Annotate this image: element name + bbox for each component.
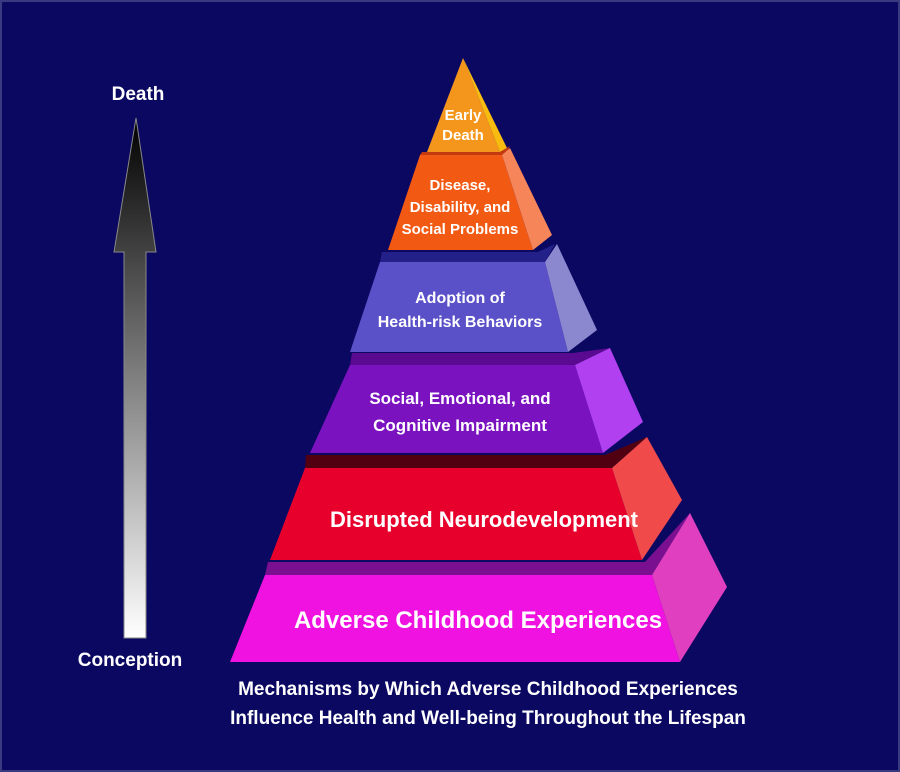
tier-1-front-face	[427, 58, 500, 152]
tier-2-front-face	[388, 155, 533, 250]
tier-5-side-face	[612, 437, 682, 560]
tier-3-top-band	[380, 244, 555, 262]
axis-bottom-label: Conception	[78, 650, 183, 671]
tier-2-top-band	[420, 146, 510, 155]
tier-4-front-face	[310, 365, 603, 453]
tier-4-label: Social, Emotional, and	[369, 389, 550, 408]
tier-3-label: Adoption of	[415, 290, 505, 307]
tier-5-front-face	[270, 468, 642, 560]
tier-2-side-face	[502, 148, 552, 250]
tier-2-label: Disease,	[430, 177, 491, 194]
tier-4-label: Cognitive Impairment	[373, 416, 547, 435]
tier-1-label: Death	[442, 127, 484, 144]
caption-line-2: Influence Health and Well-being Througho…	[230, 708, 746, 729]
tier-5-label: Disrupted Neurodevelopment	[330, 507, 639, 532]
tier-6-label: Adverse Childhood Experiences	[294, 607, 662, 634]
tier-4-top-band	[350, 348, 610, 365]
tier-3-label: Health-risk Behaviors	[378, 314, 543, 331]
axis-top-label: Death	[112, 84, 165, 105]
tier-2-label: Social Problems	[402, 221, 519, 238]
tier-4-side-face	[575, 348, 643, 453]
lifespan-arrow	[113, 117, 157, 639]
tier-6-top-band	[265, 513, 690, 575]
tier-6-front-face	[230, 575, 680, 662]
tier-1-side-face	[463, 58, 507, 152]
tier-3-side-face	[545, 244, 597, 352]
tier-6-side-face	[652, 513, 727, 662]
tier-2-label: Disability, and	[410, 199, 511, 216]
tier-1-label: Early	[445, 107, 482, 124]
caption-line-1: Mechanisms by Which Adverse Childhood Ex…	[238, 679, 738, 700]
tier-3-front-face	[350, 262, 568, 352]
tier-5-top-band	[305, 437, 647, 468]
